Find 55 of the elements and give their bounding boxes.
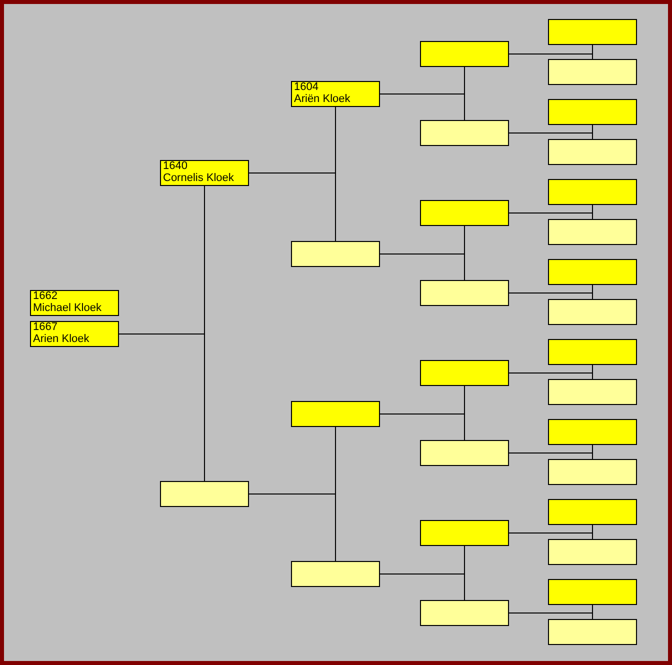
person-box bbox=[548, 419, 637, 445]
person-box bbox=[160, 481, 249, 507]
person-box bbox=[420, 520, 509, 546]
person-box bbox=[548, 59, 637, 85]
person-box bbox=[291, 241, 380, 267]
connector-line bbox=[380, 414, 465, 440]
person-name: Cornelis Kloek bbox=[163, 172, 235, 184]
person-box bbox=[548, 459, 637, 485]
person-box bbox=[291, 401, 380, 427]
person-box bbox=[548, 619, 637, 645]
person-box bbox=[548, 219, 637, 245]
connector-line bbox=[508, 54, 593, 60]
person-box bbox=[548, 99, 637, 125]
person-box bbox=[548, 579, 637, 605]
connector-line bbox=[118, 334, 205, 482]
connector-line bbox=[248, 494, 336, 562]
person-box bbox=[420, 600, 509, 626]
person-box bbox=[30, 290, 119, 316]
connector-line bbox=[508, 612, 593, 620]
person-box bbox=[291, 81, 380, 107]
person-box bbox=[548, 499, 637, 525]
person-box bbox=[420, 41, 509, 67]
connector-line bbox=[380, 94, 465, 120]
person-box bbox=[420, 200, 509, 226]
connector-line bbox=[380, 574, 465, 600]
person-box bbox=[548, 259, 637, 285]
person-box bbox=[548, 539, 637, 565]
person-name: Arien Kloek bbox=[33, 334, 90, 345]
person-box bbox=[160, 160, 249, 186]
person-box bbox=[291, 561, 380, 587]
person-box bbox=[548, 139, 637, 165]
person-box bbox=[548, 19, 637, 45]
person-name: Ariën Kloek bbox=[294, 94, 352, 105]
connector-line bbox=[508, 132, 593, 140]
birth-year: 1604 bbox=[294, 82, 320, 94]
person-name: Michael Kloek bbox=[33, 302, 102, 314]
connector-line bbox=[508, 532, 593, 540]
connector-line bbox=[380, 254, 465, 280]
birth-year: 1662 bbox=[33, 291, 58, 302]
person-box bbox=[548, 179, 637, 205]
connector-line bbox=[248, 172, 336, 242]
person-box bbox=[30, 321, 119, 347]
connector-line bbox=[508, 372, 593, 380]
person-box bbox=[420, 280, 509, 306]
person-box bbox=[548, 379, 637, 405]
connector-line bbox=[508, 212, 593, 220]
person-box bbox=[548, 299, 637, 325]
connector-line bbox=[508, 292, 593, 300]
person-box bbox=[420, 440, 509, 466]
birth-year: 1640 bbox=[163, 161, 188, 172]
birth-year: 1667 bbox=[33, 322, 58, 334]
person-box bbox=[420, 120, 509, 146]
connector-line bbox=[508, 452, 593, 460]
person-box bbox=[420, 360, 509, 386]
person-box bbox=[548, 339, 637, 365]
